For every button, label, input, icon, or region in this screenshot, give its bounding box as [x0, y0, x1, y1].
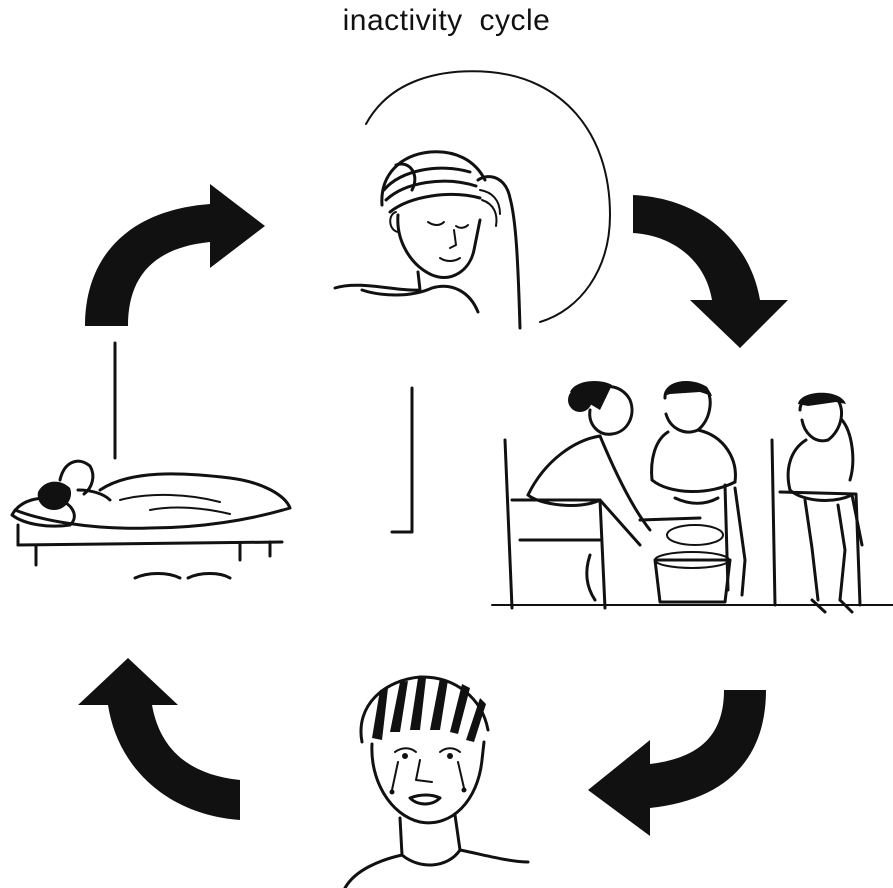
arrow-bottom-right — [588, 690, 766, 836]
women-working-group-illustration — [492, 381, 893, 612]
arrow-bottom-left — [78, 658, 240, 820]
headache-woman-illustration — [335, 71, 610, 328]
woman-lying-in-bed-illustration — [12, 343, 412, 578]
arrow-top-right — [633, 195, 788, 348]
crying-woman-illustration — [345, 677, 528, 888]
arrow-top-left — [85, 184, 265, 326]
